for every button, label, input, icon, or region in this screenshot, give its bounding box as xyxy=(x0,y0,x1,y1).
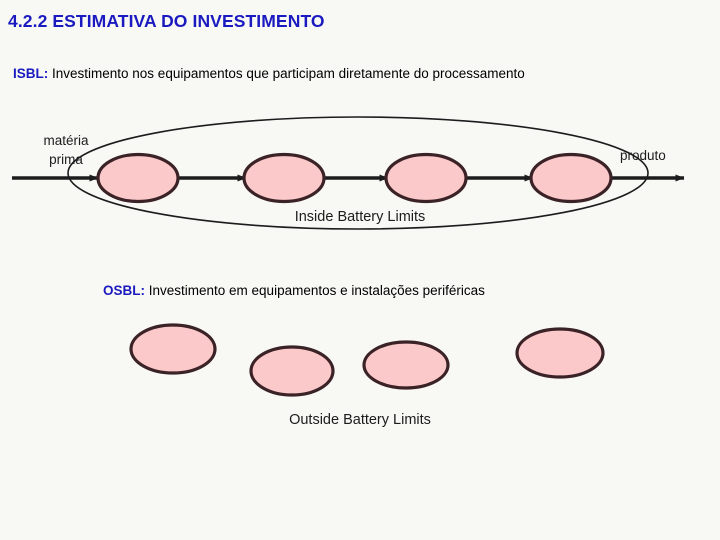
osbl-caption: OSBL: Investimento em equipamentos e ins… xyxy=(103,283,485,298)
feed-stream-label-line2: prima xyxy=(49,152,83,167)
osbl-unit-1 xyxy=(129,323,217,375)
osbl-unit-2 xyxy=(249,345,335,397)
osbl-unit-4 xyxy=(515,327,605,379)
page-title: 4.2.2 ESTIMATIVA DO INVESTIMENTO xyxy=(8,11,325,31)
isbl-description: Investimento nos equipamentos que partic… xyxy=(48,66,525,81)
product-stream-label: produto xyxy=(620,148,666,163)
isbl-unit-2 xyxy=(242,152,326,204)
isbl-label: ISBL: xyxy=(13,66,49,81)
outside-battery-limits-label: Outside Battery Limits xyxy=(289,412,431,428)
isbl-caption: ISBL: Investimento nos equipamentos que … xyxy=(13,66,525,81)
osbl-description: Investimento em equipamentos e instalaçõ… xyxy=(145,283,485,298)
isbl-unit-1 xyxy=(96,152,180,204)
inside-battery-limits-boundary xyxy=(67,116,649,230)
isbl-unit-3 xyxy=(384,152,468,204)
inside-battery-limits-label: Inside Battery Limits xyxy=(294,209,426,225)
feed-stream-label: matéria prima xyxy=(31,131,101,169)
osbl-unit-3 xyxy=(362,340,450,390)
osbl-label: OSBL: xyxy=(103,283,145,298)
isbl-unit-4 xyxy=(529,152,613,204)
feed-stream-label-line1: matéria xyxy=(43,133,89,148)
